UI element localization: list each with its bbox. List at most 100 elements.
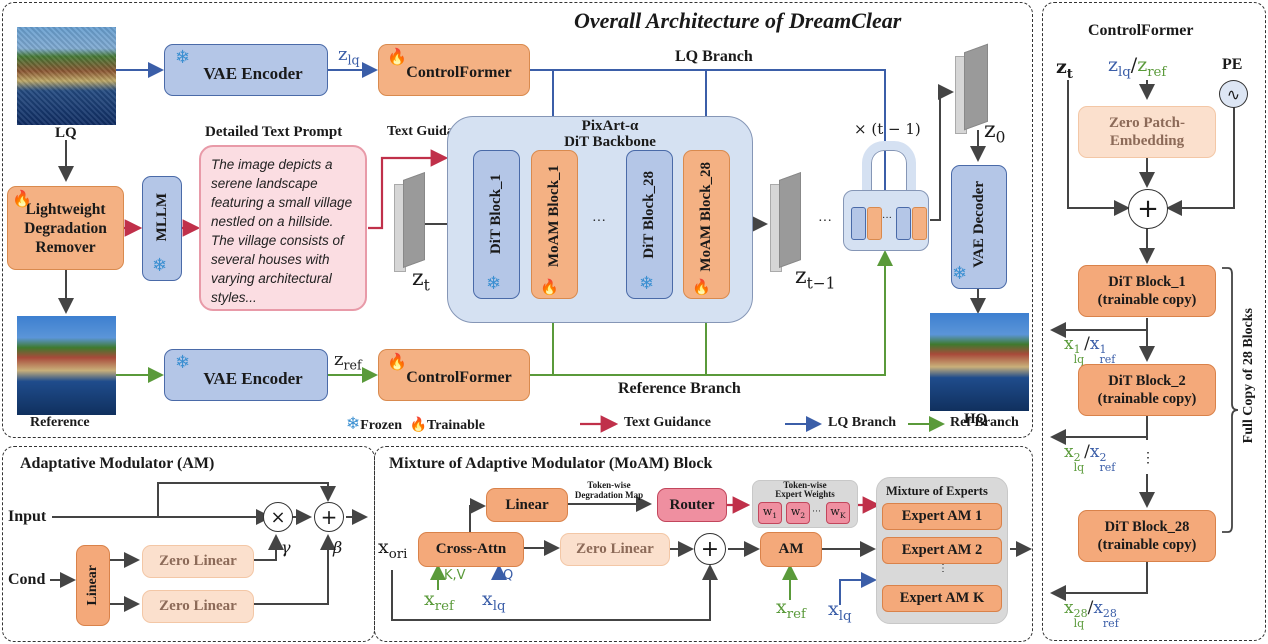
- x-ori-label: xori: [378, 536, 408, 562]
- z-0-label: z0: [984, 118, 1006, 147]
- x-ref-label: xref: [424, 588, 454, 614]
- moam-linear[interactable]: Linear: [486, 488, 568, 522]
- am-zero-linear-2[interactable]: Zero Linear: [142, 590, 254, 623]
- cross-attn[interactable]: Cross-Attn: [418, 532, 524, 567]
- z-t-label: zt: [412, 266, 430, 295]
- ellipsis: ···: [592, 214, 606, 229]
- am-x-ref-label: xref: [776, 596, 806, 622]
- flame-icon: 🔥: [387, 352, 407, 371]
- flame-icon: 🔥: [387, 47, 407, 66]
- hq-label: HQ: [964, 411, 988, 427]
- cf-z-lq-ref: zlq/zref: [1108, 54, 1167, 80]
- experts-vdots: ⋮: [938, 563, 948, 574]
- ellipsis-2: ···: [818, 214, 832, 229]
- legend: ❄Frozen 🔥Trainable: [346, 414, 485, 434]
- flame-icon: 🔥: [692, 278, 711, 296]
- weight-w1: w1: [758, 502, 782, 524]
- lq-image: [17, 27, 116, 125]
- snowflake-icon: ❄: [639, 273, 655, 294]
- dit-block-1[interactable]: DiT Block_1 ❄: [473, 150, 520, 299]
- kv-label: K,V: [444, 568, 466, 583]
- moe-title: Mixture of Experts: [886, 484, 988, 498]
- moam-am[interactable]: AM: [760, 532, 822, 567]
- dit-block-28[interactable]: DiT Block_28 ❄: [626, 150, 673, 299]
- expert-am-k[interactable]: Expert AM K: [882, 585, 1002, 612]
- cf-dit-block-28[interactable]: DiT Block_28 (trainable copy): [1078, 510, 1216, 562]
- cf-vdots: ⋮: [1141, 451, 1155, 466]
- reference-branch-label: Reference Branch: [618, 380, 741, 397]
- moam-panel: [374, 446, 1033, 642]
- sine-wave-icon: ∿: [1219, 80, 1248, 108]
- q-label: Q: [503, 568, 514, 583]
- lq-branch-label: LQ Branch: [675, 48, 753, 65]
- vae-encoder-bottom[interactable]: ❄ VAE Encoder: [164, 349, 328, 401]
- expert-am-1[interactable]: Expert AM 1: [882, 503, 1002, 530]
- snowflake-icon: ❄: [175, 352, 191, 373]
- gamma-label: γ: [281, 538, 291, 557]
- weight-wk: wK: [826, 502, 850, 524]
- weight-w2: w2: [786, 502, 810, 524]
- add-node-icon: +: [1128, 189, 1168, 229]
- cf-pe-label: PE: [1222, 56, 1243, 73]
- mllm-box[interactable]: MLLM ❄: [142, 176, 182, 281]
- moam-block-28[interactable]: MoAM Block_28 🔥: [683, 150, 730, 299]
- latent-zt-slab: [394, 171, 426, 272]
- am-linear[interactable]: Linear: [76, 545, 110, 626]
- controlformer-title: ControlFormer: [1088, 22, 1194, 39]
- controlformer-bottom[interactable]: 🔥 ControlFormer: [378, 349, 530, 401]
- loop-label: × (t − 1): [854, 120, 921, 138]
- reference-label: Reference: [30, 415, 90, 430]
- cf-dit-block-2[interactable]: DiT Block_2 (trainable copy): [1078, 364, 1216, 416]
- z-ref-label: zref: [334, 349, 362, 373]
- cf-z-t: zt: [1056, 56, 1073, 82]
- multiply-node-icon: ×: [263, 502, 293, 532]
- am-title: Adaptative Modulator (AM): [20, 455, 215, 472]
- snowflake-icon: ❄: [346, 414, 361, 434]
- am-input-label: Input: [8, 508, 47, 525]
- backbone-mini[interactable]: ···: [843, 190, 929, 251]
- lq-label: LQ: [55, 125, 77, 141]
- vae-encoder-top[interactable]: ❄ VAE Encoder: [164, 44, 328, 96]
- latent-z0-slab: [955, 43, 989, 134]
- text-guidance-label: Text Guidance: [387, 124, 474, 139]
- flame-icon: 🔥: [12, 189, 32, 208]
- router[interactable]: Router: [657, 488, 727, 522]
- snowflake-icon: ❄: [152, 255, 168, 276]
- text-prompt-box: The image depicts a serene landscape fea…: [199, 145, 367, 311]
- controlformer-top[interactable]: 🔥 ControlFormer: [378, 44, 530, 96]
- hq-image: [930, 313, 1029, 411]
- moam-title: Mixture of Adaptive Modulator (MoAM) Blo…: [389, 455, 713, 472]
- moam-zero-linear[interactable]: Zero Linear: [560, 533, 670, 566]
- weights-ellipsis: ···: [812, 506, 821, 516]
- am-zero-linear-1[interactable]: Zero Linear: [142, 545, 254, 578]
- latent-zt1-slab: [770, 171, 802, 272]
- snowflake-icon: ❄: [486, 273, 502, 294]
- am-cond-label: Cond: [8, 571, 46, 588]
- add-node-icon: +: [694, 533, 726, 565]
- z-lq-label: zlq: [338, 44, 360, 68]
- flame-icon: 🔥: [540, 278, 559, 296]
- zero-patch-embedding[interactable]: Zero Patch- Embedding: [1078, 106, 1216, 158]
- controlformer-panel: [1042, 2, 1266, 641]
- cf-brace-label: Full Copy of 28 Blocks: [1241, 308, 1256, 444]
- vae-decoder[interactable]: VAE Decoder ❄: [951, 165, 1007, 289]
- overall-panel: [2, 2, 1033, 438]
- moam-block-1[interactable]: MoAM Block_1 🔥: [531, 150, 578, 299]
- loop-arrow-icon: [862, 141, 916, 194]
- am-x-lq-label: xlq: [828, 598, 852, 624]
- degradation-remover[interactable]: 🔥 Lightweight Degradation Remover: [7, 186, 124, 270]
- legend-ref-branch: Ref Branch: [950, 415, 1019, 430]
- overall-title: Overall Architecture of DreamClear: [574, 8, 902, 33]
- cf-dit-block-1[interactable]: DiT Block_1 (trainable copy): [1078, 265, 1216, 317]
- expert-am-2[interactable]: Expert AM 2: [882, 537, 1002, 564]
- beta-label: β: [333, 538, 343, 557]
- snowflake-icon: ❄: [175, 47, 191, 68]
- x-lq-label: xlq: [482, 588, 506, 614]
- z-t1-label: zt−1: [795, 264, 836, 293]
